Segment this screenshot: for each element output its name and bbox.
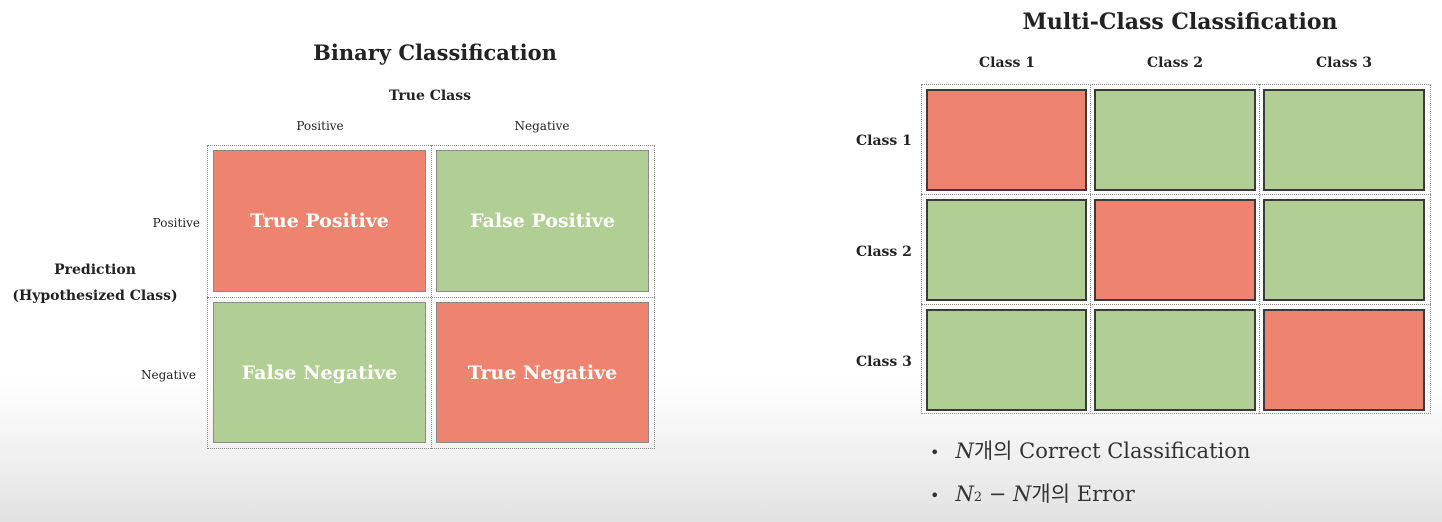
mc-divider-horizontal-1 (921, 194, 1431, 195)
mc-divider-vertical-2 (1259, 84, 1260, 414)
mc-row-header-2: Class 2 (856, 244, 912, 260)
cell-false-positive: False Positive (436, 150, 649, 292)
bullet-dot-icon: • (930, 443, 940, 462)
row-header-positive: Positive (152, 216, 200, 230)
mc-col-header-2: Class 2 (1147, 55, 1203, 71)
true-class-label: True Class (388, 88, 472, 104)
cell-true-negative: True Negative (436, 302, 649, 443)
mc-cell-error (926, 309, 1087, 411)
row-header-negative: Negative (141, 368, 196, 382)
math-minus: − (982, 482, 1014, 506)
mc-matrix-frame (921, 84, 1431, 414)
bullet-correct-text: 개의 Correct Classification (973, 439, 1251, 463)
prediction-label: Prediction (54, 262, 136, 278)
binary-title: Binary Classification (313, 40, 557, 65)
mc-row-header-3: Class 3 (856, 354, 912, 370)
math-exponent: 2 (973, 490, 983, 505)
multiclass-title: Multi-Class Classification (1022, 9, 1338, 35)
mc-col-header-1: Class 1 (979, 55, 1035, 71)
mc-cell-error (1094, 309, 1256, 411)
mc-col-header-3: Class 3 (1316, 55, 1372, 71)
math-n: N (955, 482, 974, 506)
mc-cell-error (1263, 199, 1425, 301)
math-n: N (955, 439, 974, 463)
mc-row-header-1: Class 1 (856, 133, 912, 149)
mc-cell-error (926, 199, 1087, 301)
mc-cell-correct (1094, 199, 1256, 301)
mc-cell-error (1094, 89, 1256, 191)
col-header-negative: Negative (514, 119, 570, 133)
hypothesized-class-label: (Hypothesized Class) (12, 288, 178, 304)
mc-divider-vertical-1 (1090, 84, 1091, 414)
cell-true-positive: True Positive (213, 150, 426, 292)
mc-cell-correct (926, 89, 1087, 191)
col-header-positive: Positive (296, 119, 344, 133)
binary-divider-horizontal (207, 297, 655, 298)
mc-cell-error (1263, 89, 1425, 191)
math-n: N (1013, 482, 1032, 506)
bullet-correct: • N 개의 Correct Classification (930, 435, 1250, 465)
mc-divider-horizontal-2 (921, 304, 1431, 305)
cell-false-negative: False Negative (213, 302, 426, 443)
bullet-dot-icon: • (930, 486, 940, 505)
mc-cell-correct (1263, 309, 1425, 411)
bullet-error-text: 개의 Error (1031, 482, 1135, 506)
